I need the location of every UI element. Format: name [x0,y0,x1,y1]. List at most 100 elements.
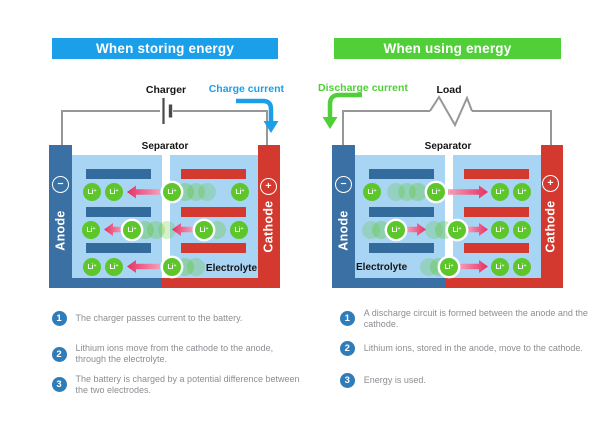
li-ion-trail [187,183,205,201]
storing-energy-header: When storing energy [52,38,278,59]
ion-arrow [127,260,160,273]
discharge-current-label: Discharge current [318,82,408,94]
right-anode-label: Anode [336,209,350,251]
li-ion: Li⁺ [491,183,509,201]
ion-arrow [467,223,488,236]
right-circuit-wire-right [472,110,552,145]
li-ion-trail [409,183,427,201]
discharge-current-arrow [327,92,362,118]
li-ion-moving: Li⁺ [387,220,405,239]
li-ion-trail [136,220,154,239]
list-item: 2 Lithium ions, stored in the anode, mov… [339,341,592,356]
li-ion-moving: Li⁺ [448,220,466,239]
li-ion: Li⁺ [491,257,509,276]
li-ion: Li⁺ [513,220,531,239]
li-ion-trail [176,183,194,201]
li-ion-trail [425,220,443,239]
li-ion: Li⁺ [105,257,123,276]
li-ion: Li⁺ [231,183,249,201]
step-text: The charger passes current to the batter… [75,313,243,323]
list-item: 3 Energy is used. [339,373,592,388]
right-separator-gap [444,155,453,278]
right-separator-label: Separator [424,141,472,152]
anode-electrode-bar [369,243,434,253]
step-number-badge: 1 [339,311,355,326]
left-circuit-wire [61,110,268,145]
step-number-badge: 2 [51,346,67,362]
list-item: 2 Lithium ions move from the cathode to … [51,343,302,365]
li-ion-trail [420,257,438,276]
left-anode-label: Anode [53,209,67,251]
cathode-electrode-bar [181,243,246,253]
li-ion: Li⁺ [513,257,531,276]
cathode-electrode-bar [464,243,529,253]
charge-current-arrow [236,98,274,122]
step-number-badge: 3 [51,377,67,392]
ion-arrow [127,185,160,199]
list-item: 3 The battery is charged by a potential … [51,373,302,396]
li-ion-trail [147,220,165,239]
li-ion-trail [372,220,390,239]
plus-terminal-icon: + [542,174,559,192]
anode-electrode-bar [369,207,434,217]
li-ion-trail [187,257,205,276]
right-electrolyte-label: Electrolyte [356,262,408,273]
li-ion: Li⁺ [363,183,381,201]
list-item: 1 The charger passes current to the batt… [51,311,302,326]
li-ion-moving: Li⁺ [163,183,181,201]
li-ion: Li⁺ [491,220,509,239]
anode-electrode-bar [86,207,151,217]
step-text: The battery is charged by a potential di… [75,373,300,395]
ion-arrow [172,223,193,236]
anode-electrode-bar [86,243,151,253]
charge-current-label: Charge current [208,83,284,95]
ion-arrow [104,223,123,236]
right-circuit-wire-left [342,110,430,145]
using-energy-header: When using energy [334,38,561,59]
li-ion: Li⁺ [230,220,248,239]
left-bottom-anode-strip [49,278,162,288]
left-separator-label: Separator [141,141,189,152]
right-bottom-anode-strip [332,278,445,288]
li-ion-trail [158,220,176,239]
load-resistor-symbol [429,95,473,128]
li-ion: Li⁺ [513,183,531,201]
discharge-current-arrowhead [322,117,338,129]
step-number-badge: 1 [51,311,67,326]
li-ion-moving: Li⁺ [123,220,141,239]
li-ion-trail [362,220,380,239]
step-text: Lithium ions move from the cathode to th… [75,343,274,364]
li-ion-moving: Li⁺ [440,257,458,276]
cathode-electrode-bar [181,207,246,217]
load-label: Load [436,84,462,96]
li-ion-moving: Li⁺ [427,183,445,201]
step-number-badge: 2 [339,341,355,356]
charge-current-arrowhead [263,121,279,133]
li-ion: Li⁺ [82,220,100,239]
step-number-badge: 3 [339,373,355,388]
plus-terminal-icon: + [260,177,277,195]
ion-arrow [406,223,426,236]
anode-electrode-bar [369,169,434,179]
li-ion: Li⁺ [83,257,101,276]
left-cathode-label: Cathode [261,199,275,253]
list-item: 1 A discharge circuit is formed between … [339,308,592,330]
left-separator-gap [161,155,170,278]
cathode-electrode-bar [464,169,529,179]
li-ion-moving: Li⁺ [163,257,181,276]
anode-electrode-bar [86,169,151,179]
li-ion-trail [387,183,405,201]
ion-arrow [448,185,488,199]
step-text: Energy is used. [363,375,426,385]
li-ion-moving: Li⁺ [195,220,213,239]
li-ion: Li⁺ [83,183,101,201]
cathode-electrode-bar [181,169,246,179]
ion-arrow [459,260,488,273]
left-bottom-cathode-strip [161,278,280,288]
li-ion: Li⁺ [105,183,123,201]
cathode-electrode-bar [464,207,529,217]
li-ion-trail [398,183,416,201]
charger-label: Charger [145,84,187,96]
